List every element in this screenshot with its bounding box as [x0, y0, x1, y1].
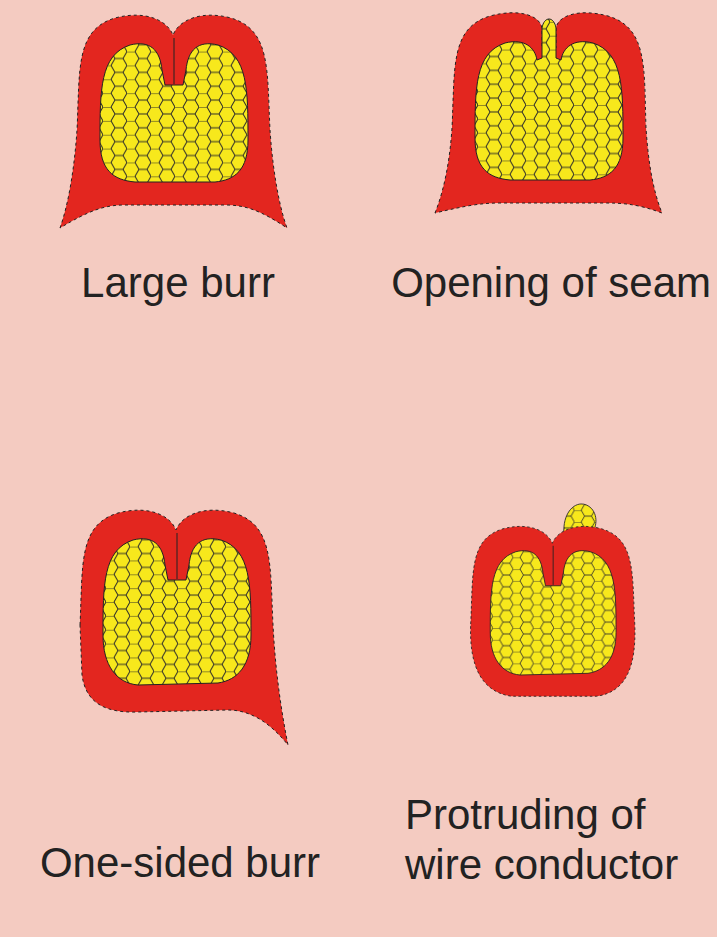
caption-label: Protruding of wire conductor: [405, 790, 705, 891]
crimp-large-burr: [60, 15, 287, 228]
caption-label: Opening of seam: [391, 258, 711, 308]
crimp-one-sided-burr: [80, 510, 288, 745]
crimp-protruding-conductor: [471, 504, 635, 696]
caption-label: Large burr: [81, 258, 275, 308]
crimp-opening-of-seam: [435, 13, 662, 213]
caption-label: One-sided burr: [40, 838, 320, 888]
